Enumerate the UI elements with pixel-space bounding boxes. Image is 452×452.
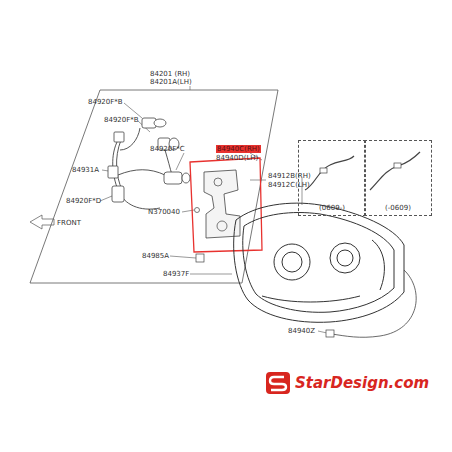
part-number: 84920F*C <box>150 145 185 153</box>
part-number: 84940D(LH) <box>216 154 258 162</box>
inset-wire <box>305 156 354 190</box>
part-number: 84937F <box>163 270 189 278</box>
inset-wire <box>370 152 420 190</box>
bulbs <box>108 118 190 202</box>
cover-highlight <box>190 158 262 252</box>
variant-label: (0609-) <box>299 204 365 212</box>
inset-box: (0609-) <box>298 140 366 216</box>
part-number: 84920F*B <box>88 98 123 106</box>
part-number: 84931A <box>72 166 99 174</box>
part-number: 84940C(RH) <box>216 145 261 153</box>
part-number: 84912C(LH) <box>268 181 310 189</box>
watermark: StarDesign.com <box>295 374 429 392</box>
lamp-wire <box>332 270 416 337</box>
variant-label: (-0609) <box>365 204 431 212</box>
clip <box>196 254 204 262</box>
assembly-outline <box>30 90 278 283</box>
screw <box>195 208 200 213</box>
part-number: 84912B(RH) <box>268 172 311 180</box>
inset-box: (-0609) <box>364 140 432 216</box>
front-arrow <box>30 215 54 229</box>
headlight-housing <box>234 203 404 322</box>
part-number: 84920F*B <box>104 116 139 124</box>
logo-mark <box>266 372 290 394</box>
part-number: 84985A <box>142 252 169 260</box>
part-number: 84201 (RH) <box>150 70 190 78</box>
part-number: 84940Z <box>288 327 315 335</box>
part-number: N370040 <box>148 208 180 216</box>
wiring-harness <box>113 128 172 209</box>
part-number: 84920F*D <box>66 197 101 205</box>
front-label: FRONT <box>57 219 81 227</box>
part-number: 84201A(LH) <box>150 78 192 86</box>
leader-lines <box>100 86 327 333</box>
